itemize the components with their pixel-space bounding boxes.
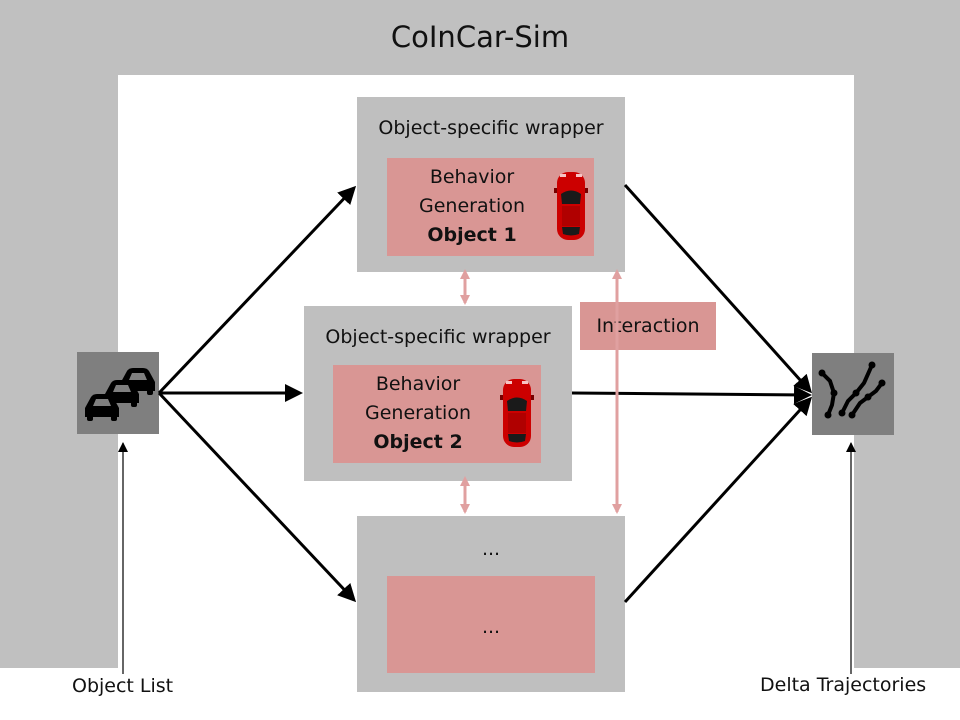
wrapper-label: Object-specific wrapper xyxy=(325,326,551,348)
wrapper-label: Object-specific wrapper xyxy=(378,117,604,139)
cars-icon xyxy=(85,368,155,421)
trajectories-icon xyxy=(818,361,886,419)
behavior-text: Behavior Generation Object 2 xyxy=(365,373,471,453)
wrapper-label: ... xyxy=(481,538,501,560)
car-icon xyxy=(500,379,534,447)
car-icon xyxy=(554,172,588,240)
behavior-text: Behavior Generation Object 1 xyxy=(419,166,525,246)
delta-trajectories-label: Delta Trajectories xyxy=(760,674,927,696)
wrapper-object-1: Object-specific wrapper Behavior Generat… xyxy=(357,97,625,272)
object-list-box xyxy=(77,352,159,434)
behavior-box-object-n: ... xyxy=(387,576,595,673)
delta-trajectories-box xyxy=(812,353,894,435)
behavior-text: ... xyxy=(481,616,501,638)
wrapper-object-2: Object-specific wrapper Behavior Generat… xyxy=(304,306,572,481)
behavior-box-object-2: Behavior Generation Object 2 xyxy=(333,365,541,463)
diagram-title: CoInCar-Sim xyxy=(390,20,570,54)
object-list-label: Object List xyxy=(72,675,174,697)
interaction-box: Interaction xyxy=(580,302,716,350)
wrapper-object-n: ... ... xyxy=(357,516,625,692)
behavior-box-object-1: Behavior Generation Object 1 xyxy=(387,158,594,256)
